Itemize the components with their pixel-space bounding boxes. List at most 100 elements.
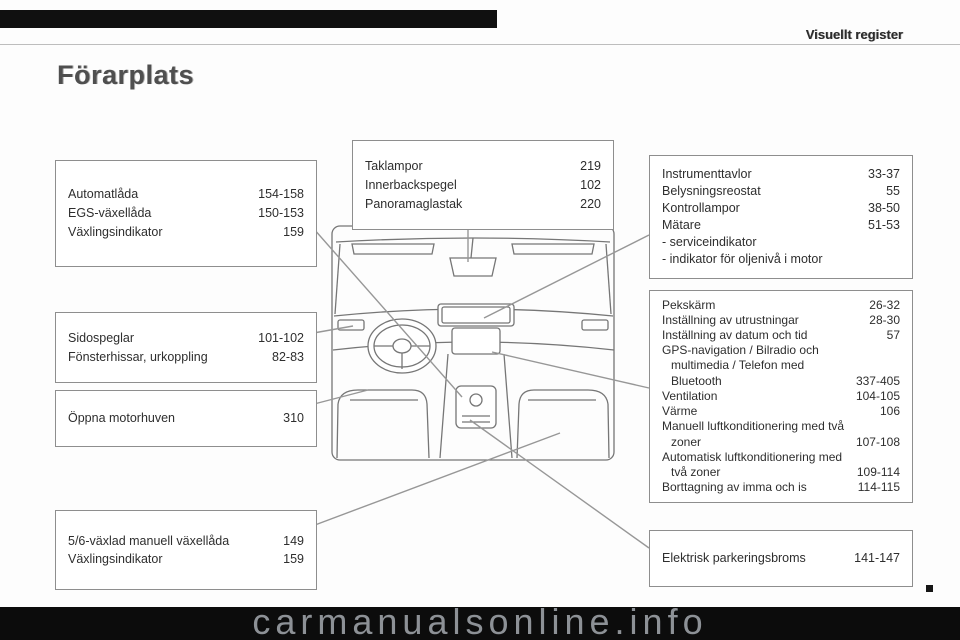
entry-page-ref: 114-115 bbox=[857, 480, 900, 495]
index-entry: Växlingsindikator 159 bbox=[68, 550, 304, 568]
entry-label: Pekskärm bbox=[662, 297, 716, 312]
entry-label: Ventilation bbox=[662, 388, 718, 403]
sun-visor-right bbox=[511, 243, 595, 255]
entry-label: Panoramaglastak bbox=[365, 196, 463, 211]
central-display bbox=[437, 303, 515, 327]
entry-page-ref: 150-153 bbox=[258, 206, 304, 220]
entry-label: Mätare bbox=[662, 218, 701, 232]
callout-line-touchscreen bbox=[491, 351, 650, 389]
entry-label: Växlingsindikator bbox=[68, 225, 163, 239]
index-box-hood: Öppna motorhuven 310 bbox=[55, 390, 317, 447]
entry-page-ref: 28-30 bbox=[869, 312, 900, 327]
entry-label: - serviceindikator bbox=[662, 235, 757, 249]
index-box-gearbox-auto: Automatlåda 154-158 EGS-växellåda 150-15… bbox=[55, 160, 317, 267]
entry-page-ref: 220 bbox=[580, 196, 601, 211]
callout-line-parking-brake bbox=[469, 419, 650, 549]
entry-page-ref: 310 bbox=[283, 411, 304, 425]
gear-console bbox=[455, 385, 497, 429]
steering-wheel bbox=[367, 318, 437, 374]
entry-label: 5/6-växlad manuell växellåda bbox=[68, 534, 230, 548]
index-box-gearbox-manual: 5/6-växlad manuell växellåda 149 Växling… bbox=[55, 510, 317, 590]
entry-label: - indikator för oljenivå i motor bbox=[662, 252, 823, 266]
index-entry: Belysningsreostat 55 bbox=[662, 183, 900, 200]
entry-page-ref: 337-405 bbox=[855, 373, 900, 388]
entry-label: Sidospeglar bbox=[68, 330, 135, 345]
sun-visor-left bbox=[351, 243, 435, 255]
entry-label: Manuell luftkonditionering med två zoner bbox=[662, 419, 845, 449]
steering-wheel-spokes bbox=[374, 345, 430, 369]
entry-label: Inställning av datum och tid bbox=[662, 328, 808, 343]
central-display-screen bbox=[441, 306, 511, 324]
entry-label: Kontrollampor bbox=[662, 201, 740, 215]
index-entry: Sidospeglar 101-102 bbox=[68, 329, 304, 348]
entry-page-ref: 219 bbox=[580, 158, 601, 173]
entry-label: Inställning av utrustningar bbox=[662, 312, 799, 327]
index-entry: Manuell luftkonditionering med två zoner… bbox=[662, 419, 900, 449]
top-bar bbox=[0, 10, 497, 28]
entry-label: Fönsterhissar, urkoppling bbox=[68, 349, 208, 364]
index-entry: Inställning av datum och tid 57 bbox=[662, 328, 900, 343]
entry-page-ref: 159 bbox=[283, 225, 304, 239]
console-buttons bbox=[462, 415, 490, 423]
entry-page-ref: 57 bbox=[886, 328, 900, 343]
header-rule bbox=[0, 44, 960, 45]
gear-lever bbox=[469, 393, 483, 407]
index-entry: Inställning av utrustningar 28-30 bbox=[662, 313, 900, 328]
callout-lines bbox=[290, 202, 650, 549]
entry-label: Växlingsindikator bbox=[68, 552, 163, 566]
index-entry: Pekskärm 26-32 bbox=[662, 298, 900, 313]
entry-label: GPS-navigation / Bilradio och multimedia… bbox=[662, 343, 819, 388]
entry-page-ref: 149 bbox=[283, 534, 304, 548]
entry-label: Belysningsreostat bbox=[662, 184, 761, 198]
index-entry: Värme 106 bbox=[662, 404, 900, 419]
callout-line-gearbox-auto bbox=[290, 202, 463, 398]
entry-label: Automatlåda bbox=[68, 187, 139, 201]
seat-right bbox=[516, 389, 610, 459]
entry-page-ref: 159 bbox=[283, 552, 304, 566]
watermark: carmanualsonline.info bbox=[252, 601, 708, 640]
entry-label: Innerbackspegel bbox=[365, 177, 457, 192]
section-label: Visuellt register bbox=[805, 27, 903, 42]
index-entry: Automatisk luftkonditionering med två zo… bbox=[662, 450, 900, 480]
entry-label: Automatisk luftkonditionering med två zo… bbox=[662, 449, 843, 479]
index-box-touchscreen: Pekskärm 26-32 Inställning av utrustning… bbox=[649, 290, 913, 503]
index-entry: Kontrollampor 38-50 bbox=[662, 200, 900, 217]
section-marker-square bbox=[926, 585, 933, 592]
a-pillar-left bbox=[334, 243, 341, 315]
index-box-instruments: Instrumenttavlor 33-37 Belysningsreostat… bbox=[649, 155, 913, 279]
index-entry: Fönsterhissar, urkoppling 82-83 bbox=[68, 348, 304, 367]
entry-page-ref: 104-105 bbox=[855, 388, 900, 403]
index-entry: Ventilation 104-105 bbox=[662, 389, 900, 404]
footer-band bbox=[0, 607, 960, 640]
air-vent-left bbox=[337, 319, 365, 331]
index-entry: EGS-växellåda 150-153 bbox=[68, 204, 304, 223]
index-entry: Taklampor 219 bbox=[365, 157, 601, 176]
index-entry: Öppna motorhuven 310 bbox=[68, 409, 304, 428]
index-box-roof: Taklampor 219 Innerbackspegel 102 Panora… bbox=[352, 140, 614, 230]
index-entry: Innerbackspegel 102 bbox=[365, 176, 601, 195]
entry-page-ref: 109-114 bbox=[856, 464, 900, 479]
index-entry: GPS-navigation / Bilradio och multimedia… bbox=[662, 343, 900, 389]
entry-page-ref: 102 bbox=[580, 177, 601, 192]
index-entry: Automatlåda 154-158 bbox=[68, 185, 304, 204]
index-entry: - serviceindikator bbox=[662, 234, 900, 251]
index-box-parking-brake: Elektrisk parkeringsbroms 141-147 bbox=[649, 530, 913, 587]
entry-label: Öppna motorhuven bbox=[68, 411, 176, 425]
entry-page-ref: 26-32 bbox=[869, 297, 900, 312]
index-entry: Växlingsindikator 159 bbox=[68, 223, 304, 242]
entry-page-ref: 106 bbox=[879, 404, 900, 419]
index-entry: Instrumenttavlor 33-37 bbox=[662, 166, 900, 183]
entry-label: EGS-växellåda bbox=[68, 206, 152, 220]
index-entry: Borttagning av imma och is 114-115 bbox=[662, 480, 900, 495]
index-box-mirrors: Sidospeglar 101-102 Fönsterhissar, urkop… bbox=[55, 312, 317, 383]
entry-label: Taklampor bbox=[365, 158, 423, 173]
entry-label: Borttagning av imma och is bbox=[662, 480, 807, 495]
entry-page-ref: 55 bbox=[886, 184, 900, 198]
entry-page-ref: 33-37 bbox=[868, 167, 900, 181]
index-entry: 5/6-växlad manuell växellåda 149 bbox=[68, 532, 304, 550]
index-entry: - indikator för oljenivå i motor bbox=[662, 251, 900, 268]
entry-page-ref: 101-102 bbox=[258, 330, 304, 345]
entry-page-ref: 154-158 bbox=[258, 187, 304, 201]
entry-page-ref: 141-147 bbox=[854, 551, 900, 565]
